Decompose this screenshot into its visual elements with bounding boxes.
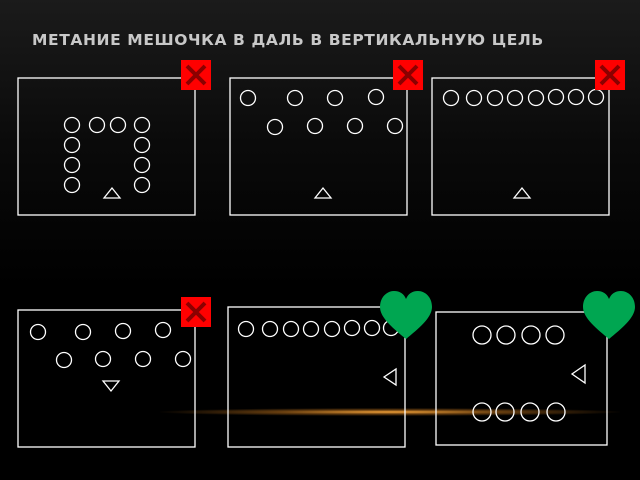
red-x-icon — [179, 295, 213, 329]
formation-panel-4 — [17, 309, 196, 448]
formation-panel-1 — [17, 77, 196, 216]
green-heart-icon — [583, 291, 635, 339]
red-x-icon — [593, 58, 627, 92]
formation-panel-3 — [431, 77, 610, 216]
red-x-icon — [391, 58, 425, 92]
formation-panel-6 — [435, 311, 608, 446]
formation-panel-5 — [227, 306, 406, 448]
green-heart-icon — [380, 291, 432, 339]
decorative-glow — [160, 408, 620, 416]
red-x-icon — [179, 58, 213, 92]
formation-panel-2 — [229, 77, 408, 216]
slide-title: МЕТАНИЕ МЕШОЧКА В ДАЛЬ В ВЕРТИКАЛЬНУЮ ЦЕ… — [32, 31, 544, 49]
